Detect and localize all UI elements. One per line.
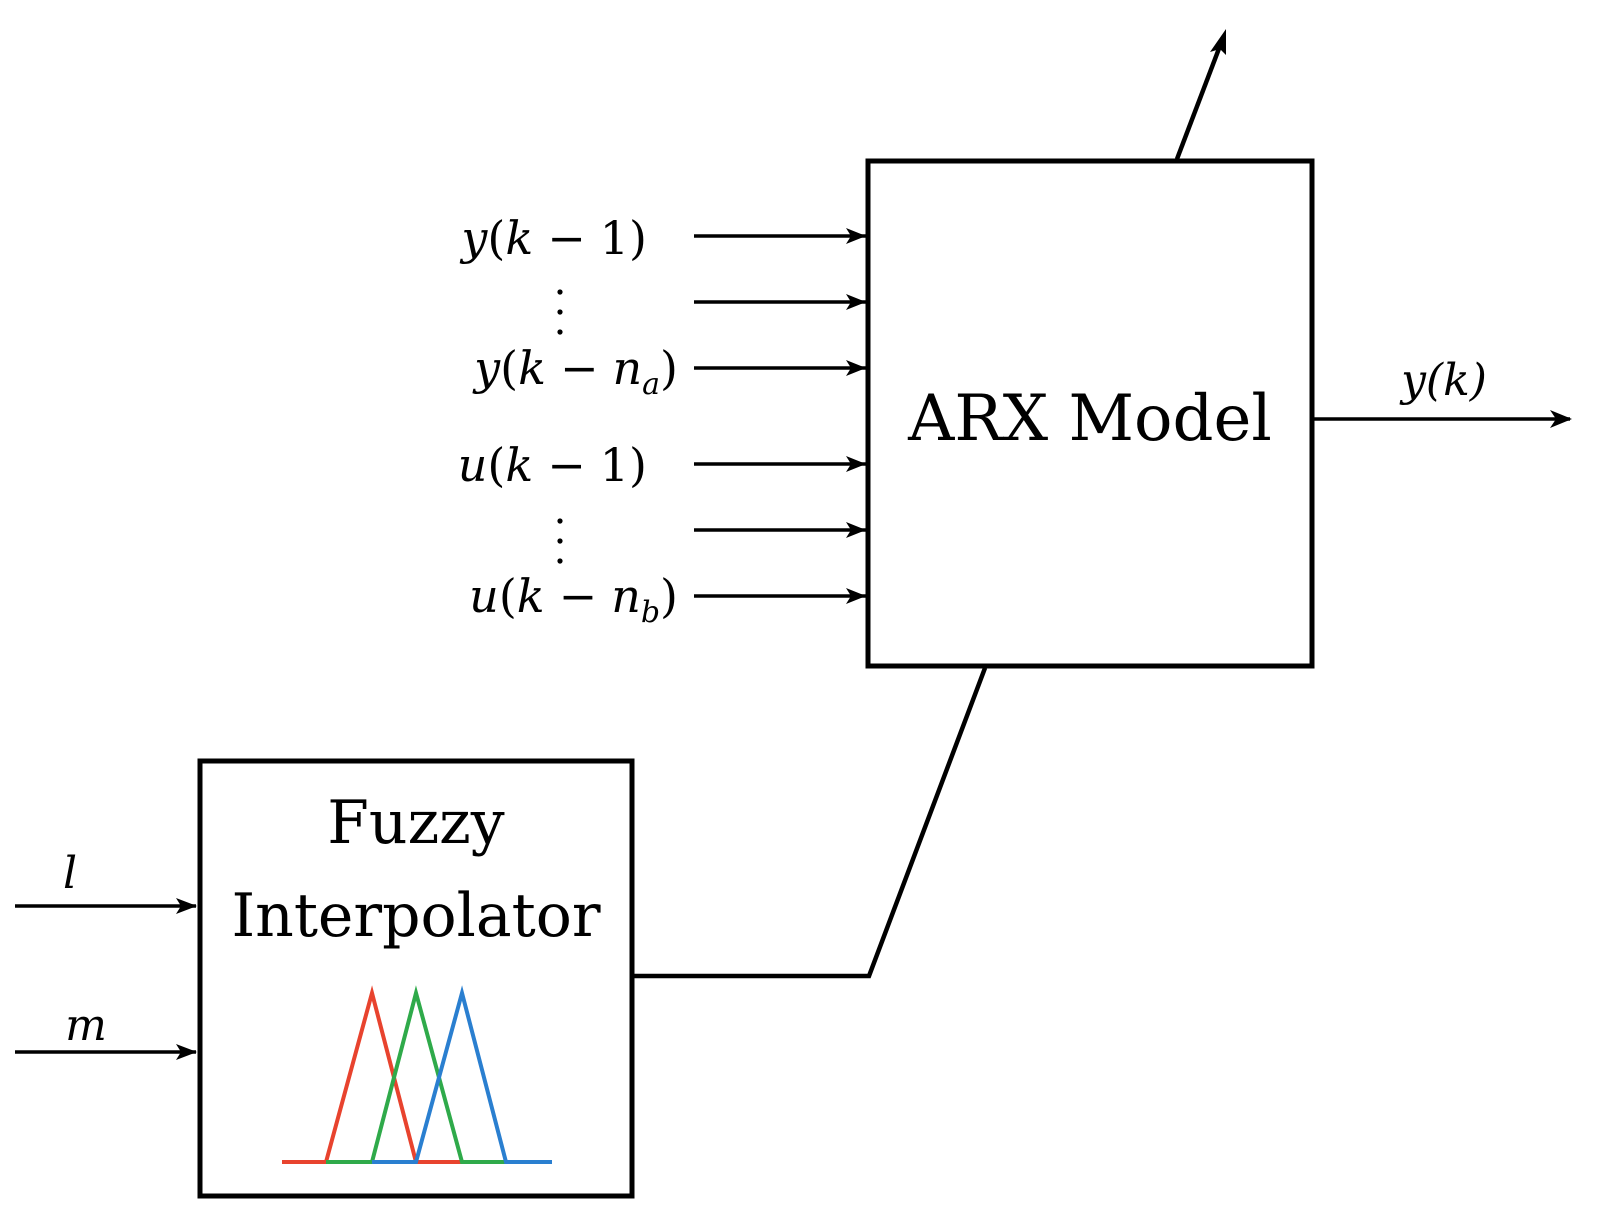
fuzzy-interpolator-block bbox=[197, 758, 635, 1199]
membership-function-blue bbox=[372, 985, 552, 1164]
fuzzy-label-line2: Interpolator bbox=[231, 881, 600, 951]
input-label-y-k-1: y(k−1) bbox=[459, 211, 647, 265]
arx-input-arrows bbox=[694, 234, 866, 598]
fuzzy-to-arx-connection bbox=[634, 667, 988, 979]
vertical-ellipsis-dots bbox=[557, 289, 563, 564]
input-label-y-k-na: y(k−na) bbox=[472, 341, 678, 402]
parameter-output-arrow bbox=[1174, 37, 1226, 160]
input-label-u-k-1: u(k−1) bbox=[458, 438, 647, 492]
fuzzy-input-label-m: m bbox=[65, 1000, 107, 1051]
fuzzy-input-label-l: l bbox=[63, 848, 77, 899]
fuzzy-input-arrowhead-l bbox=[176, 898, 197, 914]
arx-output-arrowhead bbox=[1550, 410, 1572, 428]
input-label-u-k-nb: u(k−nb) bbox=[469, 569, 678, 630]
parameter-output-arrowhead bbox=[1210, 29, 1226, 55]
fuzzy-label-line1: Fuzzy bbox=[327, 788, 504, 858]
membership-function-green bbox=[326, 985, 506, 1164]
arrowheads bbox=[846, 228, 866, 604]
membership-function-red bbox=[282, 985, 462, 1164]
arx-model-label: ARX Model bbox=[907, 382, 1272, 456]
arx-model-block bbox=[865, 158, 1315, 669]
arx-output-label: y(k) bbox=[1399, 355, 1487, 406]
fuzzy-input-arrowhead-m bbox=[176, 1044, 197, 1060]
membership-functions-icon bbox=[282, 985, 552, 1164]
